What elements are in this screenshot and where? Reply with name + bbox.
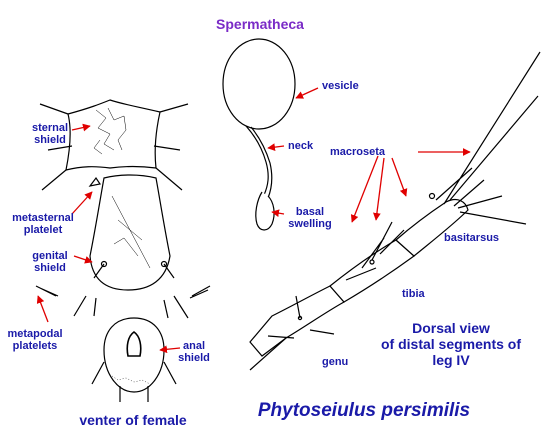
sternal-shield-label: sternal shield bbox=[26, 122, 74, 146]
metapodal-platelets-line-1: metapodal bbox=[7, 328, 63, 340]
leg-view-line-1: Dorsal view bbox=[412, 320, 490, 336]
leg-view-line-2: of distal segments of bbox=[380, 336, 522, 352]
species-name: Phytoseiulus persimilis bbox=[257, 400, 471, 421]
spermatheca-drawing bbox=[222, 38, 296, 231]
venter-drawing bbox=[35, 99, 211, 402]
genu-shape bbox=[249, 285, 345, 357]
genital-shield-label: genital shield bbox=[26, 250, 74, 274]
basal-swelling-line-1: basal bbox=[295, 206, 325, 218]
genital-shield-line-1: genital bbox=[32, 250, 68, 262]
basal-swelling-shape bbox=[255, 191, 275, 231]
sternal-shield-line-1: sternal bbox=[31, 122, 69, 134]
metasternal-platelet-line-1: metasternal bbox=[12, 212, 74, 224]
anal-shield-label: anal shield bbox=[176, 340, 212, 364]
pointer-arrows bbox=[36, 87, 471, 354]
sternal-shield-line-2: shield bbox=[34, 134, 66, 146]
tibia-label: tibia bbox=[402, 288, 425, 300]
anal-shield-line-2: shield bbox=[178, 352, 210, 364]
genital-shield-shape bbox=[89, 174, 171, 291]
sternal-shield-shape bbox=[65, 99, 161, 171]
metapodal-platelets-label: metapodal platelets bbox=[4, 328, 66, 352]
genu-label: genu bbox=[322, 356, 349, 368]
vesicle-shape bbox=[222, 38, 296, 130]
anal-shield-line-1: anal bbox=[182, 340, 205, 352]
leg-view-line-3: leg IV bbox=[432, 352, 470, 368]
venter-caption: venter of female bbox=[79, 412, 187, 428]
leg-drawing bbox=[249, 51, 541, 371]
vesicle-label: vesicle bbox=[322, 80, 359, 92]
metasternal-platelet-line-2: platelet bbox=[23, 224, 63, 236]
basitarsus-label: basitarsus bbox=[444, 232, 500, 244]
basal-swelling-line-2: swelling bbox=[288, 218, 332, 230]
leg-view-caption: Dorsal view of distal segments of leg IV bbox=[376, 320, 526, 368]
genital-shield-line-2: shield bbox=[34, 262, 66, 274]
neck-shape bbox=[245, 125, 269, 196]
spermatheca-title: Spermatheca bbox=[216, 16, 304, 32]
basitarsus-shape bbox=[395, 198, 469, 257]
neck-label: neck bbox=[288, 140, 314, 152]
basal-swelling-label: basal swelling bbox=[286, 206, 334, 230]
macroseta-label: macroseta bbox=[330, 146, 386, 158]
metasternal-platelet-label: metasternal platelet bbox=[6, 212, 80, 236]
metapodal-platelets-line-2: platelets bbox=[12, 340, 58, 352]
